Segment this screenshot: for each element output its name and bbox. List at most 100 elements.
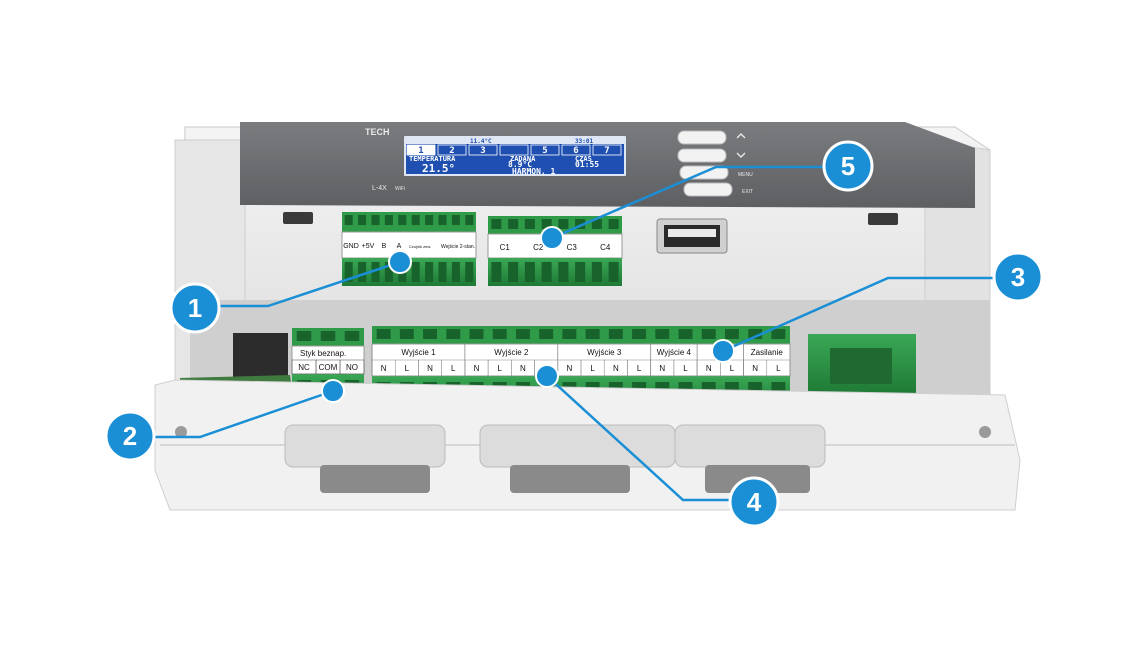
terminal-screw[interactable] — [411, 262, 420, 282]
callout-lines — [150, 165, 997, 502]
terminal-label: Wejście 2-stan. — [441, 244, 475, 250]
terminal-screw[interactable] — [508, 262, 519, 282]
terminal-screw[interactable] — [701, 329, 716, 339]
vent-slot — [283, 212, 313, 224]
terminal-screw[interactable] — [371, 215, 380, 225]
terminal-screw[interactable] — [465, 262, 474, 282]
terminal-screw[interactable] — [515, 329, 530, 339]
lcd-zone-cell — [561, 144, 591, 156]
terminal-screw[interactable] — [358, 215, 367, 225]
callout-4: 4 — [728, 476, 780, 528]
pin-label: NO — [346, 363, 358, 372]
lcd-zone-number: 2 — [449, 146, 454, 156]
terminal-screw[interactable] — [558, 262, 569, 282]
terminal-screw[interactable] — [575, 219, 586, 229]
chevron-down-icon — [736, 152, 746, 158]
exit-button[interactable] — [683, 182, 733, 197]
exit-button-label: EXIT — [742, 189, 753, 195]
terminal-screw[interactable] — [539, 329, 554, 339]
lcd-zone-number: 6 — [573, 146, 578, 156]
terminal-screw[interactable] — [344, 262, 353, 282]
terminal-screw[interactable] — [591, 262, 602, 282]
terminal-label: A — [397, 243, 402, 250]
transformer — [233, 333, 288, 381]
terminal-screw[interactable] — [451, 262, 460, 282]
terminal-screw[interactable] — [608, 329, 623, 339]
pin-cell — [766, 359, 791, 377]
terminal-screw[interactable] — [491, 219, 502, 229]
chevron-up-icon — [736, 133, 746, 139]
terminal-screw[interactable] — [724, 329, 739, 339]
terminal-screw[interactable] — [562, 329, 577, 339]
down-button[interactable] — [677, 148, 727, 163]
lcd-zone-cell — [437, 144, 467, 156]
terminal-screw[interactable] — [524, 219, 535, 229]
terminal-screw[interactable] — [541, 219, 552, 229]
output-group-label: Wyjście 4 — [657, 348, 692, 357]
terminal-screw[interactable] — [344, 215, 353, 225]
terminal-screw[interactable] — [771, 329, 786, 339]
terminal-screw[interactable] — [376, 329, 391, 339]
terminal-screw[interactable] — [524, 262, 535, 282]
terminal-screw[interactable] — [296, 331, 312, 341]
terminal-label: +5V — [362, 243, 375, 250]
terminal-screw[interactable] — [399, 329, 414, 339]
terminal-screw[interactable] — [508, 219, 519, 229]
terminal-screw[interactable] — [425, 262, 434, 282]
terminal-screw[interactable] — [423, 329, 438, 339]
terminal-screw[interactable] — [398, 215, 407, 225]
terminal-screw[interactable] — [358, 262, 367, 282]
usb-port[interactable] — [656, 218, 728, 254]
terminal-screw[interactable] — [411, 215, 420, 225]
terminal-screw[interactable] — [469, 329, 484, 339]
lcd-mode: HARMON. 1 — [512, 167, 556, 176]
pin-label: N — [613, 364, 619, 373]
terminal-screw[interactable] — [678, 329, 693, 339]
terminal-screw[interactable] — [541, 262, 552, 282]
terminal-screw[interactable] — [446, 329, 461, 339]
lcd-zone-number: 1 — [418, 146, 423, 156]
lcd-time-label: CZAS — [575, 155, 592, 163]
terminal-screw[interactable] — [438, 262, 447, 282]
terminal-screw[interactable] — [492, 329, 507, 339]
terminal-screw[interactable] — [608, 262, 619, 282]
terminal-screw[interactable] — [451, 215, 460, 225]
lcd-temp-value: 21.5° — [422, 162, 455, 175]
callout-3-number: 3 — [1011, 262, 1025, 292]
callout-line-4 — [546, 375, 732, 502]
lcd-zone-cell — [468, 144, 498, 156]
terminal-screw[interactable] — [585, 329, 600, 339]
terminal-screw[interactable] — [591, 219, 602, 229]
lcd-zone-number: 5 — [542, 146, 547, 156]
terminal-screw[interactable] — [748, 329, 763, 339]
pin-label: N — [752, 364, 758, 373]
terminal-screw[interactable] — [575, 262, 586, 282]
terminal-screw[interactable] — [384, 262, 393, 282]
pin-label: L — [451, 364, 456, 373]
terminal-screw[interactable] — [608, 219, 619, 229]
callout-4-number: 4 — [747, 487, 762, 517]
pin-label: N — [381, 364, 387, 373]
brand-logo: TECH — [365, 127, 390, 137]
terminal-screw[interactable] — [491, 262, 502, 282]
output-group-label: Wyjście 2 — [494, 348, 529, 357]
callout-line-5 — [551, 165, 824, 240]
lcd-outdoor-temp: 11.4°C — [470, 138, 492, 145]
output-group-label: Wyjście 1 — [401, 348, 436, 357]
output-group-label: Zasilanie — [751, 348, 784, 357]
terminal-screw[interactable] — [438, 215, 447, 225]
terminal-screw[interactable] — [425, 215, 434, 225]
terminal-screw[interactable] — [558, 219, 569, 229]
screw — [979, 426, 991, 438]
vent-slot — [868, 213, 898, 225]
terminal-screw[interactable] — [632, 329, 647, 339]
up-button[interactable] — [677, 130, 727, 145]
lcd-zone-number: 7 — [604, 146, 609, 156]
terminal-screw[interactable] — [655, 329, 670, 339]
terminal-screw[interactable] — [384, 215, 393, 225]
terminal-screw[interactable] — [320, 331, 336, 341]
terminal-screw[interactable] — [371, 262, 380, 282]
terminal-screw[interactable] — [344, 331, 360, 341]
terminal-screw[interactable] — [465, 215, 474, 225]
